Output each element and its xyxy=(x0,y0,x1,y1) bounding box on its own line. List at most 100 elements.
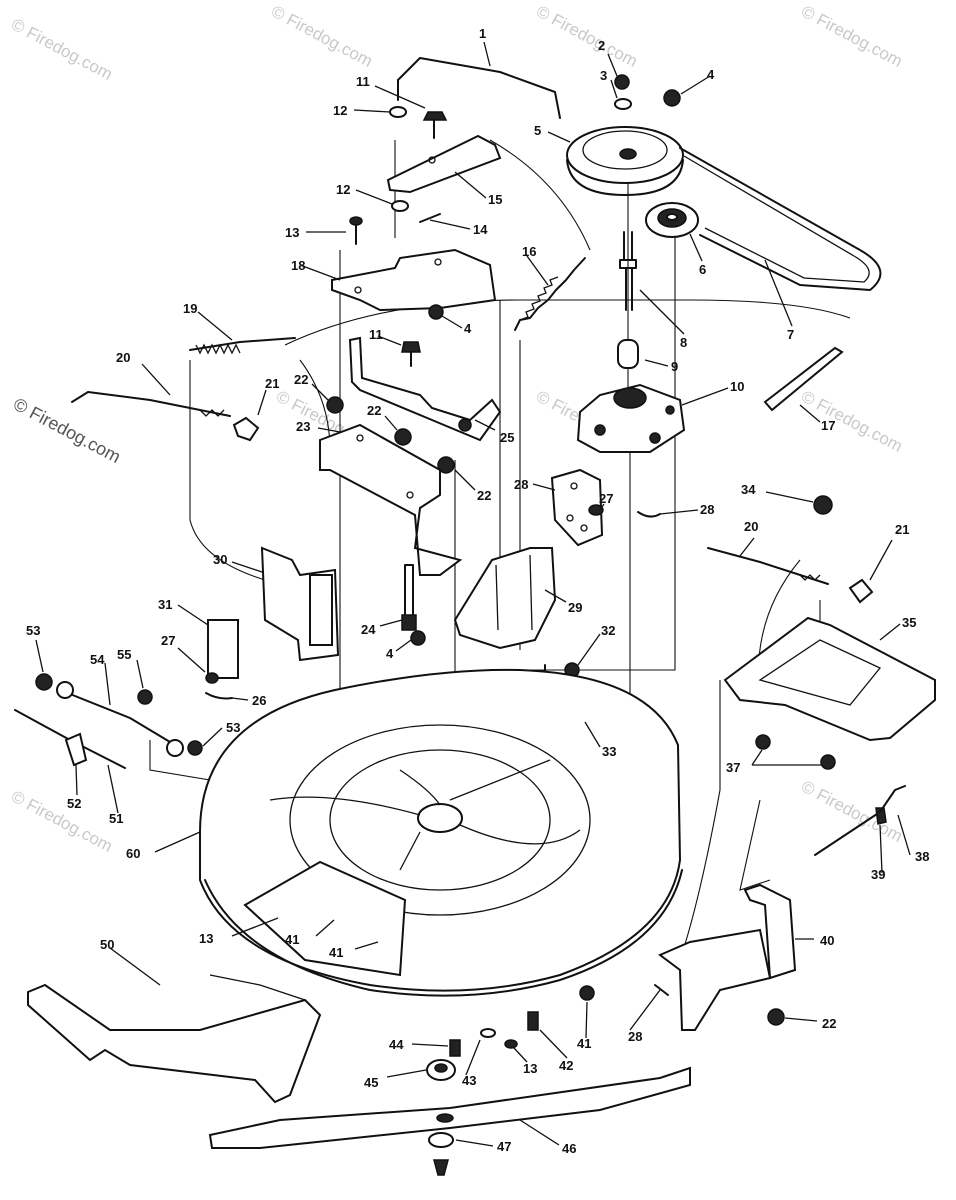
part-27-washer xyxy=(205,672,219,684)
part-3-washer xyxy=(614,98,632,110)
part-12-washer xyxy=(389,106,407,118)
callout-15: 15 xyxy=(488,192,502,207)
callout-9: 9 xyxy=(671,359,678,374)
callout-53: 53 xyxy=(26,623,40,638)
callout-17: 17 xyxy=(821,418,835,433)
callout-4: 4 xyxy=(386,646,394,661)
part-28-pin xyxy=(637,511,661,518)
callout-25: 25 xyxy=(500,430,514,445)
callout-labels: 1 2 3 4 5 6 7 8 9 10 11 12 12 13 14 15 1… xyxy=(26,26,929,1156)
callout-11: 11 xyxy=(369,327,383,342)
callout-2: 2 xyxy=(598,38,605,53)
callout-53: 53 xyxy=(226,720,240,735)
part-34-nut xyxy=(813,495,833,515)
callout-5: 5 xyxy=(534,123,541,138)
part-5-pulley xyxy=(566,126,684,196)
callout-22: 22 xyxy=(822,1016,836,1031)
callout-19: 19 xyxy=(183,301,197,316)
part-30-hanger-bracket xyxy=(260,546,340,662)
callout-12: 12 xyxy=(336,182,350,197)
watermark: © Firedog.com xyxy=(798,777,906,846)
part-21-clip xyxy=(848,578,874,604)
part-15-idler-arm xyxy=(386,134,502,194)
part-42-bolt xyxy=(527,1011,539,1031)
callout-24: 24 xyxy=(361,622,376,637)
watermark: © Firedog.com xyxy=(8,787,116,856)
callout-20: 20 xyxy=(744,519,758,534)
callout-35: 35 xyxy=(902,615,916,630)
part-12-washer xyxy=(391,200,409,212)
callout-11: 11 xyxy=(356,74,370,89)
part-11-bolt xyxy=(401,341,421,367)
part-37-bolt xyxy=(755,734,771,750)
callout-27: 27 xyxy=(161,633,175,648)
part-10-spindle-housing xyxy=(576,383,686,453)
callout-22: 22 xyxy=(294,372,308,387)
part-53-nut xyxy=(35,673,53,691)
part-45-adapter xyxy=(426,1059,456,1081)
callout-42: 42 xyxy=(559,1058,573,1073)
callout-21: 21 xyxy=(895,522,909,537)
callout-39: 39 xyxy=(871,867,885,882)
part-6-idler-pulley xyxy=(645,202,699,238)
callout-41: 41 xyxy=(285,932,299,947)
part-19-spring xyxy=(189,337,296,355)
part-22-nut xyxy=(394,428,412,446)
part-53-nut xyxy=(187,740,203,756)
part-20-rod xyxy=(71,391,231,417)
callout-4: 4 xyxy=(464,321,472,336)
part-44-bolt xyxy=(449,1039,461,1057)
part-40-bracket xyxy=(658,883,797,1031)
callout-52: 52 xyxy=(67,796,81,811)
part-28-link-plate xyxy=(550,468,604,547)
part-24-bolt xyxy=(401,564,417,631)
callout-16: 16 xyxy=(522,244,536,259)
callout-3: 3 xyxy=(600,68,607,83)
callout-leader-lines xyxy=(35,41,911,1147)
callout-12: 12 xyxy=(333,103,347,118)
callout-1: 1 xyxy=(479,26,486,41)
copyright-watermark: © Firedog.com xyxy=(10,394,124,467)
part-18-bracket xyxy=(331,248,497,312)
callout-34: 34 xyxy=(741,482,756,497)
callout-26: 26 xyxy=(252,693,266,708)
callout-22: 22 xyxy=(477,488,491,503)
callout-37: 37 xyxy=(726,760,740,775)
part-25-lift-bracket xyxy=(348,336,502,442)
callout-28: 28 xyxy=(628,1029,642,1044)
callout-4: 4 xyxy=(707,67,715,82)
part-52-clip xyxy=(64,732,88,767)
part-47-bolt xyxy=(428,1132,454,1176)
part-37-bolt xyxy=(820,754,836,770)
part-29-bracket xyxy=(453,547,557,650)
part-60-deck-housing xyxy=(199,668,683,997)
part-14-screw xyxy=(419,213,441,223)
callout-41: 41 xyxy=(577,1036,591,1051)
part-22-nut xyxy=(326,396,344,414)
part-17-bracket-rod xyxy=(763,346,844,412)
callout-18: 18 xyxy=(291,258,305,273)
callout-45: 45 xyxy=(364,1075,378,1090)
callout-55: 55 xyxy=(117,647,131,662)
part-38-rod xyxy=(814,785,906,856)
part-43-washer xyxy=(480,1028,496,1038)
callout-14: 14 xyxy=(473,222,488,237)
callout-21: 21 xyxy=(265,376,279,391)
callout-38: 38 xyxy=(915,849,929,864)
part-11-bolt xyxy=(422,111,448,139)
callout-33: 33 xyxy=(602,744,616,759)
callout-31: 31 xyxy=(158,597,172,612)
part-1-linkage-rod xyxy=(397,57,561,119)
part-54-rod xyxy=(56,681,184,757)
part-2-nut xyxy=(614,74,630,90)
callout-54: 54 xyxy=(90,652,105,667)
callout-32: 32 xyxy=(601,623,615,638)
part-50-discharge-chute xyxy=(27,974,322,1104)
part-22-nut xyxy=(437,456,455,474)
callout-51: 51 xyxy=(109,811,123,826)
part-23-bracket xyxy=(319,423,463,576)
callout-60: 60 xyxy=(126,846,140,861)
part-20-rod xyxy=(707,547,829,585)
watermark: © Firedog.com xyxy=(8,15,116,84)
